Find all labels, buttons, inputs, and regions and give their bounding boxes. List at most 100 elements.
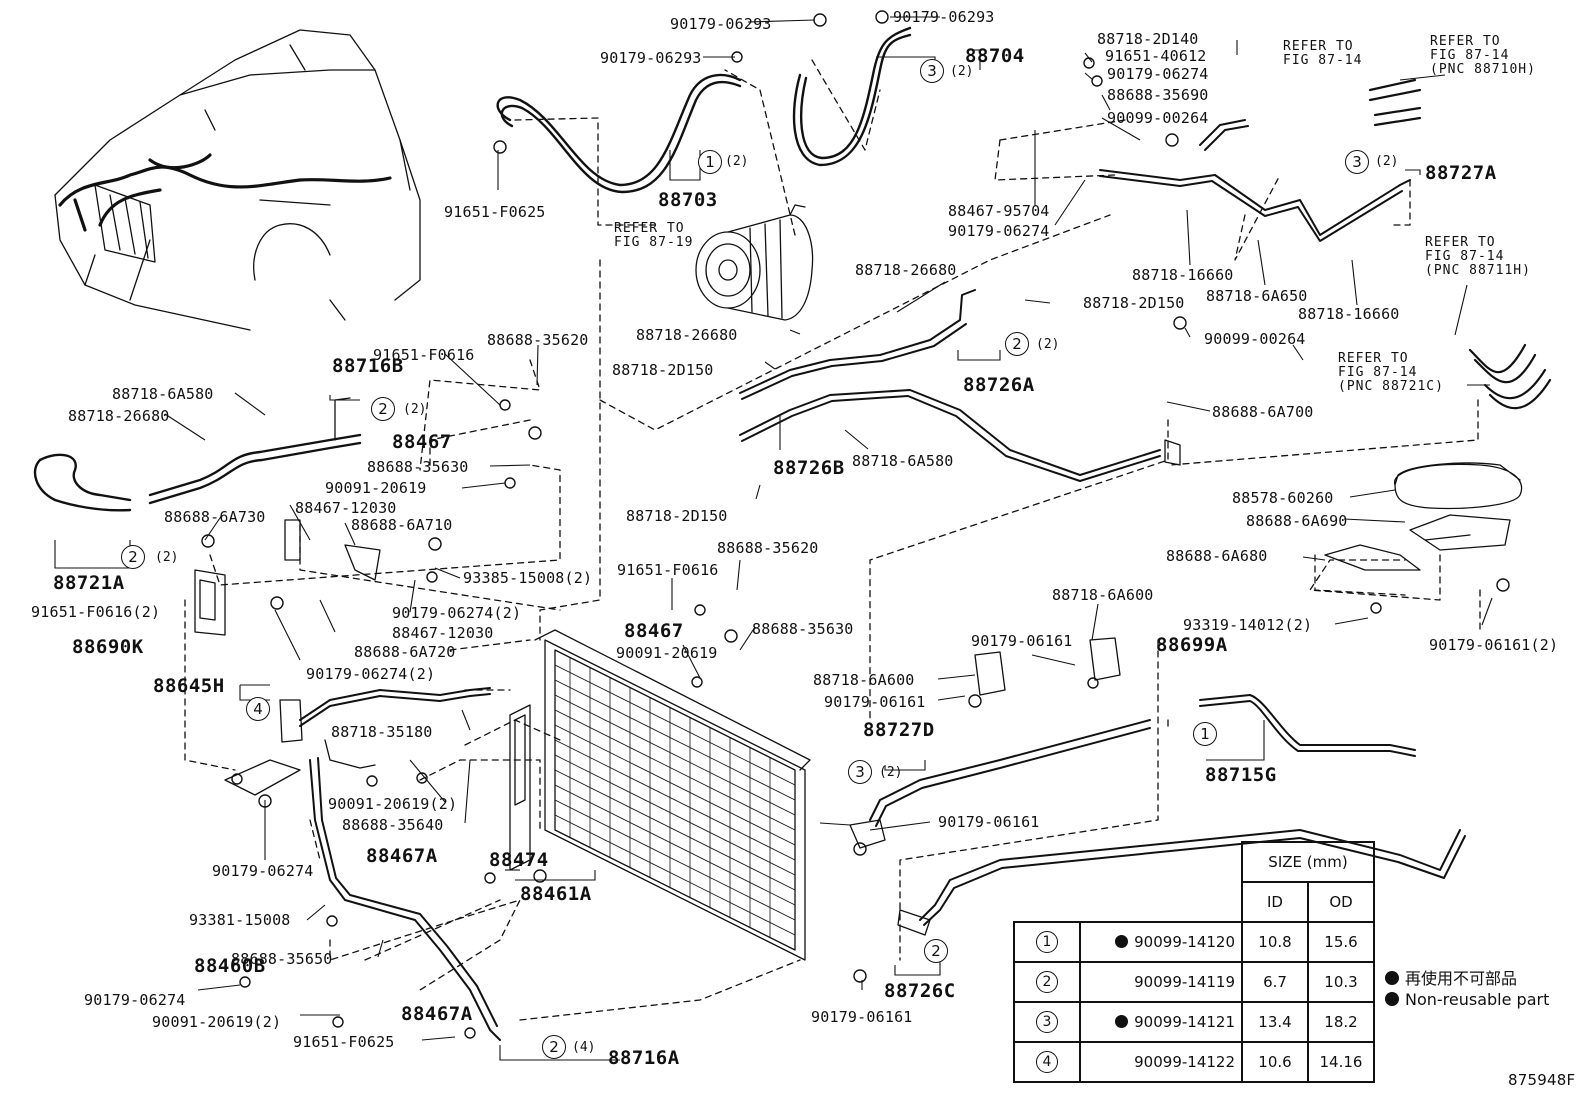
part-label: 88578-60260 (1232, 489, 1334, 507)
part-label: 88718-16660 (1132, 266, 1234, 284)
part-label: 88718-6A600 (1052, 586, 1154, 604)
refer-line: REFER TO (614, 221, 685, 236)
qty-marker: (4) (572, 1040, 596, 1055)
row-number: 2 (1013, 961, 1081, 1003)
part-label: 91651-F0625 (293, 1033, 395, 1051)
row-number-circle: 2 (1036, 971, 1058, 993)
part-label: 91651-F0625 (444, 203, 546, 221)
part-number-cell: 90099-14121 (1079, 1001, 1243, 1043)
id-value: 10.6 (1241, 1041, 1309, 1083)
part-label: 88688-35690 (1107, 86, 1209, 104)
part-callout: 88467 (392, 431, 452, 453)
part-callout: 88460B (194, 955, 266, 977)
part-label: 90179-06274 (948, 222, 1050, 240)
part-label: 88718-26680 (68, 407, 170, 425)
part-label: 88467-12030 (392, 624, 494, 642)
part-number-cell: 90099-14122 (1079, 1041, 1243, 1083)
part-callout: 88699A (1156, 634, 1228, 656)
part-number: 90099-14119 (1134, 973, 1235, 991)
part-callout: 88690K (72, 636, 144, 658)
id-value: 13.4 (1241, 1001, 1309, 1043)
table-row: 2 90099-14119 6.7 10.3 (1013, 961, 1375, 1003)
qty-marker: (2) (950, 64, 974, 79)
od-value: 18.2 (1307, 1001, 1375, 1043)
qty-marker: (2) (879, 765, 903, 780)
callout-circle-3: 3 (848, 760, 872, 784)
part-label: 91651-F0616(2) (31, 603, 161, 621)
callout-circle-2: 2 (924, 939, 948, 963)
od-value: 10.3 (1307, 961, 1375, 1003)
part-label: 88467-95704 (948, 202, 1050, 220)
part-label: 90179-06274 (1107, 65, 1209, 83)
part-label: 88718-26680 (636, 326, 738, 344)
refer-line: FIG 87-14 (1430, 48, 1510, 63)
part-label: 90179-06274 (212, 862, 314, 880)
refer-line: REFER TO (1338, 351, 1409, 366)
part-callout: 88726B (773, 457, 845, 479)
refer-line: FIG 87-14 (1338, 365, 1418, 380)
part-callout: 88715G (1205, 764, 1277, 786)
part-label: 91651-F0616 (617, 561, 719, 579)
legend-jp: 再使用不可部品 (1385, 965, 1517, 989)
pad-88578-60260 (1394, 462, 1523, 510)
part-label: 88718-6A650 (1206, 287, 1308, 305)
part-label: 91651-40612 (1105, 47, 1207, 65)
callout-circle-2: 2 (121, 545, 145, 569)
part-label: 90091-20619 (616, 644, 718, 662)
part-callout: 88703 (658, 189, 718, 211)
part-label: 88718-6A580 (112, 385, 214, 403)
part-callout: 88467A (401, 1003, 473, 1025)
part-label: 90091-20619 (325, 479, 427, 497)
qty-marker: (2) (403, 402, 427, 417)
qty-marker: (2) (1375, 154, 1399, 169)
legend-en: Non-reusable part (1385, 990, 1549, 1009)
part-label: 91651-F0616 (373, 346, 475, 364)
callout-circle-1: 1 (698, 150, 722, 174)
part-label: 88688-35620 (487, 331, 589, 349)
part-label: 93381-15008 (189, 911, 291, 929)
row-number: 3 (1013, 1001, 1081, 1043)
part-label: 88688-35620 (717, 539, 819, 557)
table-row: 1 90099-14120 10.8 15.6 (1013, 921, 1375, 963)
part-label: 90179-06293 (893, 8, 995, 26)
part-label: 88688-6A710 (351, 516, 453, 534)
part-label: 88718-35180 (331, 723, 433, 741)
part-number-cell: 90099-14120 (1079, 921, 1243, 963)
part-label: 88718-6A580 (852, 452, 954, 470)
refer-line: REFER TO (1430, 34, 1501, 49)
part-label: 88718-16660 (1298, 305, 1400, 323)
od-value: 15.6 (1307, 921, 1375, 963)
wire-harness (58, 153, 392, 232)
non-reusable-dot-icon (1385, 992, 1399, 1006)
id-value: 10.8 (1241, 921, 1309, 963)
part-label: 88688-6A680 (1166, 547, 1268, 565)
legend-jp-text: 再使用不可部品 (1405, 969, 1518, 988)
part-label: 93385-15008(2) (463, 569, 593, 587)
hose-88721A (33, 433, 362, 512)
non-reusable-dot-icon (1115, 1015, 1129, 1028)
table-header-row: SIZE (mm) (1014, 841, 1375, 883)
id-value: 6.7 (1241, 961, 1309, 1003)
hose-88703 (496, 73, 742, 194)
callout-circle-2: 2 (371, 397, 395, 421)
row-number-circle: 4 (1036, 1051, 1058, 1073)
part-label: 88688-35640 (342, 816, 444, 834)
callout-circle-3: 3 (920, 59, 944, 83)
part-callout: 88704 (965, 45, 1025, 67)
refer-line: REFER TO (1425, 235, 1496, 250)
qty-marker: (2) (725, 154, 749, 169)
vehicle-sketch (54, 29, 421, 331)
part-callout: 88716A (608, 1047, 680, 1069)
refer-line: (PNC 88721C) (1338, 379, 1444, 394)
pipe-88726B (739, 389, 1161, 482)
part-label: 90179-06274 (84, 991, 186, 1009)
qty-marker: (2) (155, 550, 179, 565)
table-row: 3 90099-14121 13.4 18.2 (1013, 1001, 1375, 1043)
part-label: 88718-6A600 (813, 671, 915, 689)
callout-circle-3: 3 (1345, 150, 1369, 174)
callout-circle-4: 4 (246, 697, 270, 721)
